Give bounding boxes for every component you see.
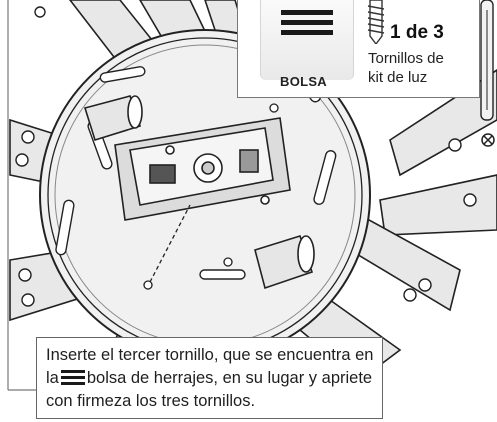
frame-lines [7,0,36,391]
hardware-bag-inset: BOLSA 1 de 3 Tornillos de kit de luz [237,0,480,98]
screw-guide [143,103,279,290]
kit-name-line-2: kit de luz [368,69,428,86]
arm-holes [15,6,477,359]
center-junction [114,117,291,221]
kit-name-line-1: Tornillos de [368,50,444,67]
bag-label: BOLSA [280,74,327,89]
upper-cylinder [83,95,143,142]
caption-part-1: Inserte el tercer tornillo, que se encue… [46,346,374,387]
instruction-caption: Inserte el tercer tornillo, que se encue… [36,337,383,419]
lower-cylinder [254,235,315,290]
screwdriver-icon [480,0,495,147]
caption-part-2: bolsa de herrajes, en su lugar y apriete… [46,369,373,410]
kit-name: Tornillos de kit de luz [368,49,478,87]
screw-icon [367,0,385,44]
screw-count: 1 de 3 [390,22,444,43]
hardware-bag-icon [260,0,354,80]
hardware-bag-inline-icon [60,370,85,385]
